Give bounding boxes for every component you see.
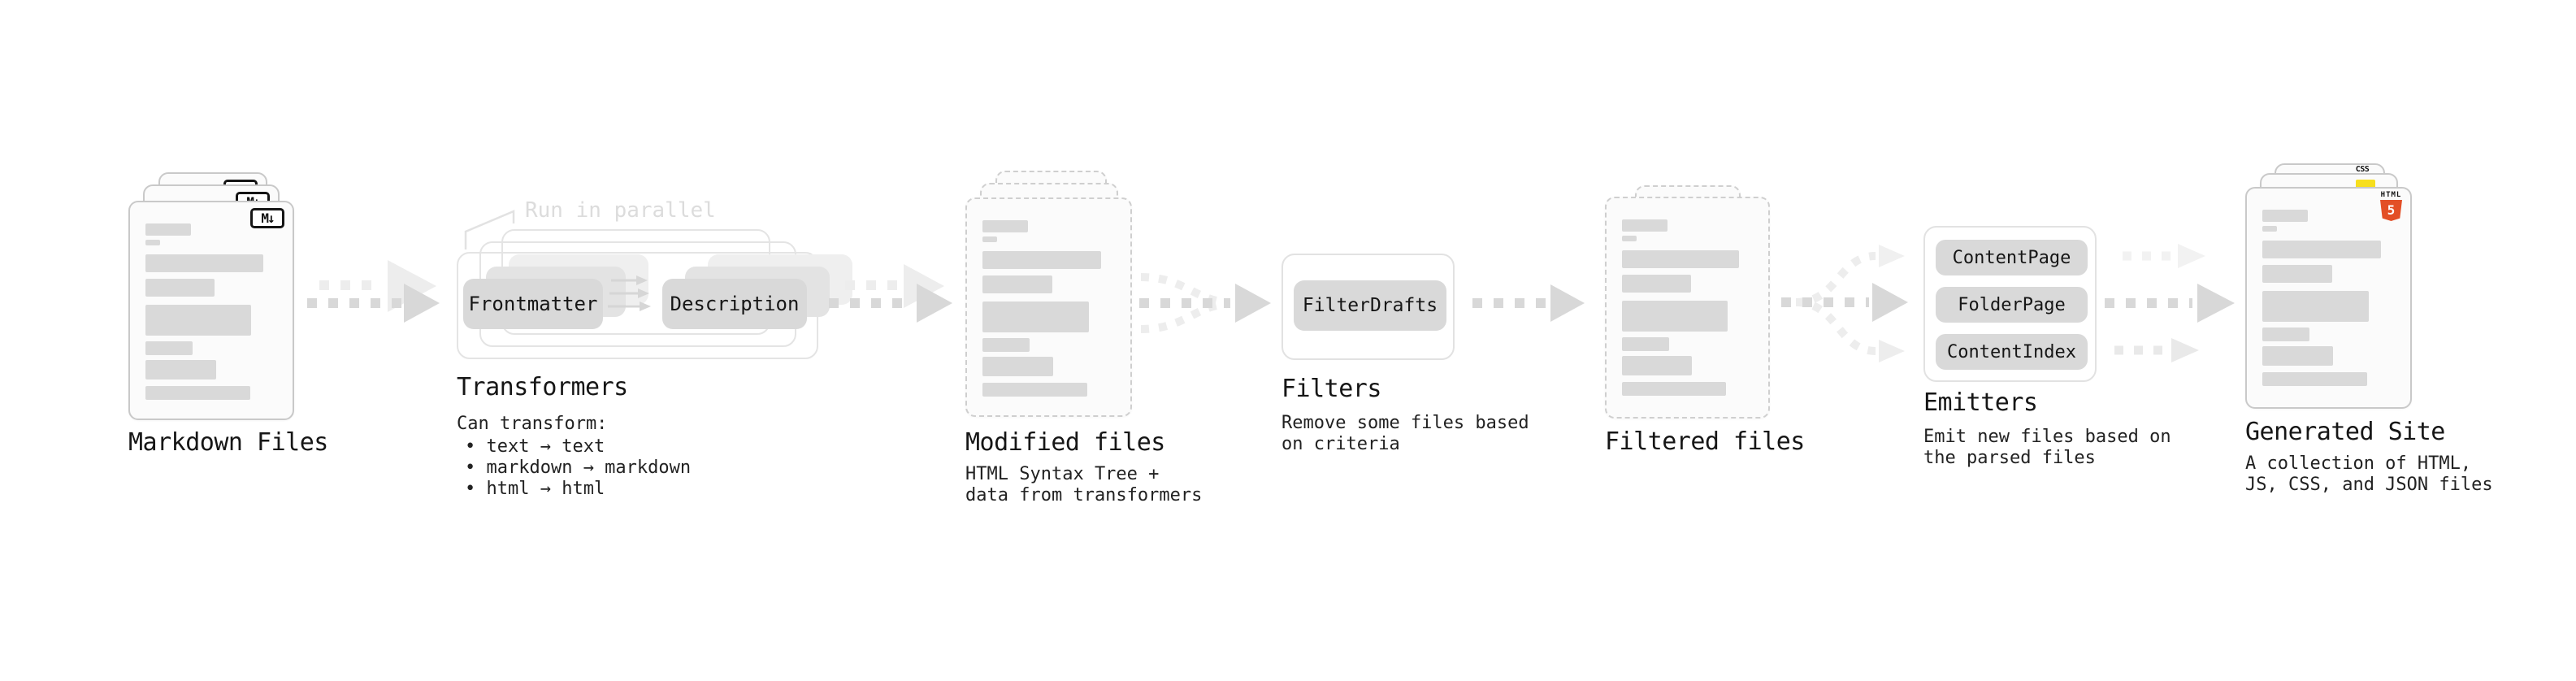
filterdrafts-node: FilterDrafts bbox=[1294, 280, 1446, 331]
placeholder-text-bar bbox=[1622, 250, 1739, 268]
placeholder-text-bar bbox=[1622, 382, 1726, 396]
contentpage-node: ContentPage bbox=[1936, 240, 2088, 275]
markdown-files-stack: M↓ M↓ M↓ bbox=[128, 172, 294, 421]
placeholder-text-bar bbox=[2262, 226, 2278, 232]
frontmatter-node: Frontmatter bbox=[463, 279, 603, 329]
filters-label: Filters bbox=[1281, 375, 1381, 403]
placeholder-text-bar bbox=[145, 341, 193, 355]
placeholder-text-bar bbox=[145, 223, 192, 236]
arrow-filtered-to-emitters bbox=[1781, 245, 1908, 362]
placeholder-text-bar bbox=[145, 386, 250, 400]
placeholder-text-bar bbox=[1622, 356, 1693, 375]
placeholder-text-bar bbox=[982, 383, 1088, 397]
contentindex-node: ContentIndex bbox=[1936, 334, 2088, 370]
placeholder-text-bar bbox=[982, 236, 998, 242]
placeholder-text-bar bbox=[982, 338, 1030, 352]
markdown-icon: M↓ bbox=[250, 208, 284, 228]
arrow-emitters-to-generated bbox=[2105, 244, 2235, 362]
placeholder-text-bar bbox=[1622, 236, 1637, 241]
generated-site-stack: CSS HTML 5 bbox=[2245, 163, 2412, 409]
placeholder-text-bar bbox=[145, 254, 263, 272]
placeholder-text-bar bbox=[145, 240, 161, 245]
filters-caption: Remove some files based bbox=[1281, 413, 1529, 433]
transform-bullet: • html → html bbox=[465, 479, 605, 499]
doc-front: M↓ bbox=[128, 201, 294, 420]
generated-site-caption: JS, CSS, and JSON files bbox=[2245, 475, 2493, 495]
placeholder-text-bar bbox=[2262, 346, 2334, 366]
placeholder-text-bar bbox=[1622, 301, 1728, 332]
placeholder-text-bar bbox=[2262, 265, 2332, 283]
modified-files-label: Modified files bbox=[965, 428, 1165, 457]
description-node: Description bbox=[662, 279, 807, 329]
generated-site-label: Generated Site bbox=[2245, 418, 2445, 446]
filters-container: FilterDrafts bbox=[1281, 254, 1455, 360]
filters-caption: on criteria bbox=[1281, 434, 1400, 454]
html5-icon: HTML 5 bbox=[2380, 192, 2402, 221]
modified-files-caption: HTML Syntax Tree + bbox=[965, 464, 1160, 484]
placeholder-text-bar bbox=[1622, 337, 1669, 351]
transformers-group: Frontmatter Description bbox=[457, 229, 863, 367]
emitters-container: ContentPage FolderPage ContentIndex bbox=[1923, 226, 2097, 382]
js-icon bbox=[2356, 180, 2375, 189]
doc-front bbox=[1605, 197, 1770, 419]
transform-bullet: • markdown → markdown bbox=[465, 458, 692, 478]
placeholder-text-bar bbox=[2262, 241, 2381, 258]
placeholder-text-bar bbox=[982, 275, 1052, 293]
placeholder-text-bar bbox=[2262, 210, 2309, 222]
placeholder-text-bar bbox=[145, 279, 215, 297]
placeholder-text-bar bbox=[1622, 275, 1691, 293]
placeholder-text-bar bbox=[982, 220, 1029, 232]
folderpage-node: FolderPage bbox=[1936, 287, 2088, 323]
modified-files-stack bbox=[965, 171, 1132, 417]
arrow-modified-to-filters bbox=[1139, 273, 1271, 333]
placeholder-text-bar bbox=[982, 357, 1054, 376]
transform-bullet: • text → text bbox=[465, 436, 605, 457]
placeholder-text-bar bbox=[982, 251, 1101, 269]
placeholder-text-bar bbox=[145, 305, 252, 336]
transformers-caption-title: Can transform: bbox=[457, 414, 608, 434]
modified-files-caption: data from transformers bbox=[965, 485, 1203, 505]
parallel-annotation: Run in parallel bbox=[525, 198, 716, 223]
arrow-filters-to-filtered bbox=[1472, 284, 1585, 322]
placeholder-text-bar bbox=[2262, 291, 2370, 322]
filtered-files-label: Filtered files bbox=[1605, 427, 1805, 456]
arrow-markdown-to-transformers bbox=[307, 260, 440, 323]
transformers-label: Transformers bbox=[457, 373, 628, 401]
filtered-files-stack bbox=[1605, 185, 1770, 419]
emitters-caption: Emit new files based on bbox=[1923, 427, 2171, 447]
placeholder-text-bar bbox=[145, 360, 216, 380]
placeholder-text-bar bbox=[982, 301, 1090, 332]
doc-front: HTML 5 bbox=[2245, 187, 2412, 409]
placeholder-text-bar bbox=[2262, 372, 2368, 386]
placeholder-text-bar bbox=[2262, 327, 2310, 341]
emitters-label: Emitters bbox=[1923, 388, 2038, 417]
generated-site-caption: A collection of HTML, bbox=[2245, 453, 2472, 474]
markdown-files-label: Markdown Files bbox=[128, 428, 328, 457]
emitters-caption: the parsed files bbox=[1923, 448, 2096, 468]
doc-front bbox=[965, 197, 1132, 417]
placeholder-text-bar bbox=[1622, 219, 1667, 232]
